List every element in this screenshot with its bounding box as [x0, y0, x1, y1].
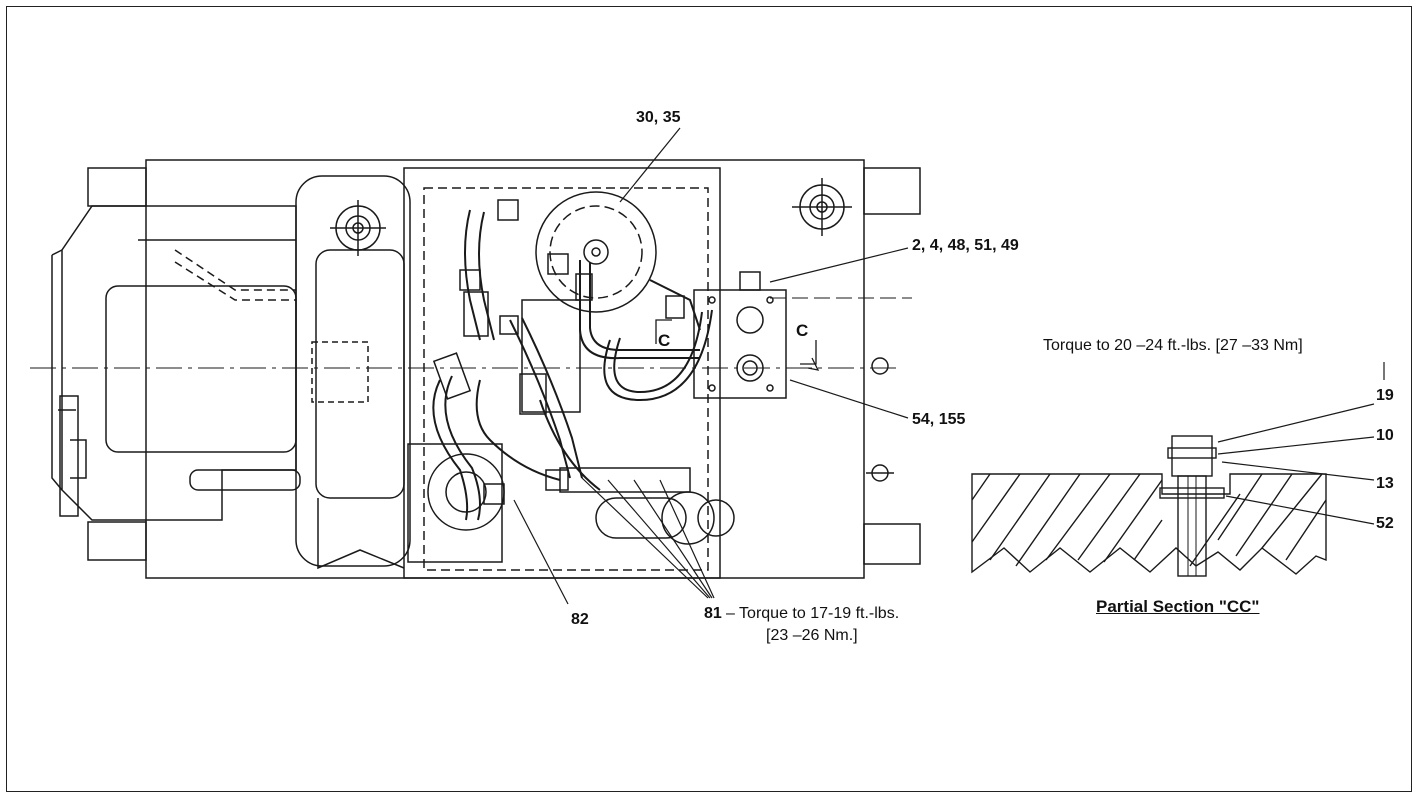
fittings	[432, 199, 685, 505]
callout-81: 81	[704, 605, 722, 622]
mount-target	[792, 178, 894, 482]
callout-19: 19	[1376, 387, 1394, 404]
torque-note-19: Torque to 20 –24 ft.-lbs. [27 –33 Nm]	[1043, 337, 1303, 354]
motor-housing	[51, 205, 369, 521]
partial-section-cc	[971, 435, 1327, 577]
callout-30-35: 30, 35	[636, 109, 681, 126]
manifold-block	[693, 271, 787, 399]
callout-13: 13	[1376, 475, 1394, 492]
section-marker-left: C	[658, 331, 671, 350]
callout-54-155: 54, 155	[912, 411, 966, 428]
reservoir-tank	[295, 175, 411, 570]
filter-canister	[559, 467, 735, 545]
callout-52: 52	[1376, 515, 1394, 532]
callout-82: 82	[571, 611, 589, 628]
callout-10: 10	[1376, 427, 1394, 444]
section-title: Partial Section "CC"	[1096, 597, 1260, 616]
section-arrows	[655, 319, 820, 371]
section-marker-right: C	[796, 321, 809, 340]
leader-lines	[513, 127, 1385, 605]
hydraulic-hoses	[432, 209, 713, 521]
pump-housing	[403, 167, 721, 579]
drawing-frame	[6, 6, 1412, 792]
callout-2-4-48-51-49: 2, 4, 48, 51, 49	[912, 237, 1019, 254]
torque-note-81-line2: [23 –26 Nm.]	[766, 627, 858, 644]
torque-note-81-line1: – Torque to 17-19 ft.-lbs.	[726, 605, 900, 622]
